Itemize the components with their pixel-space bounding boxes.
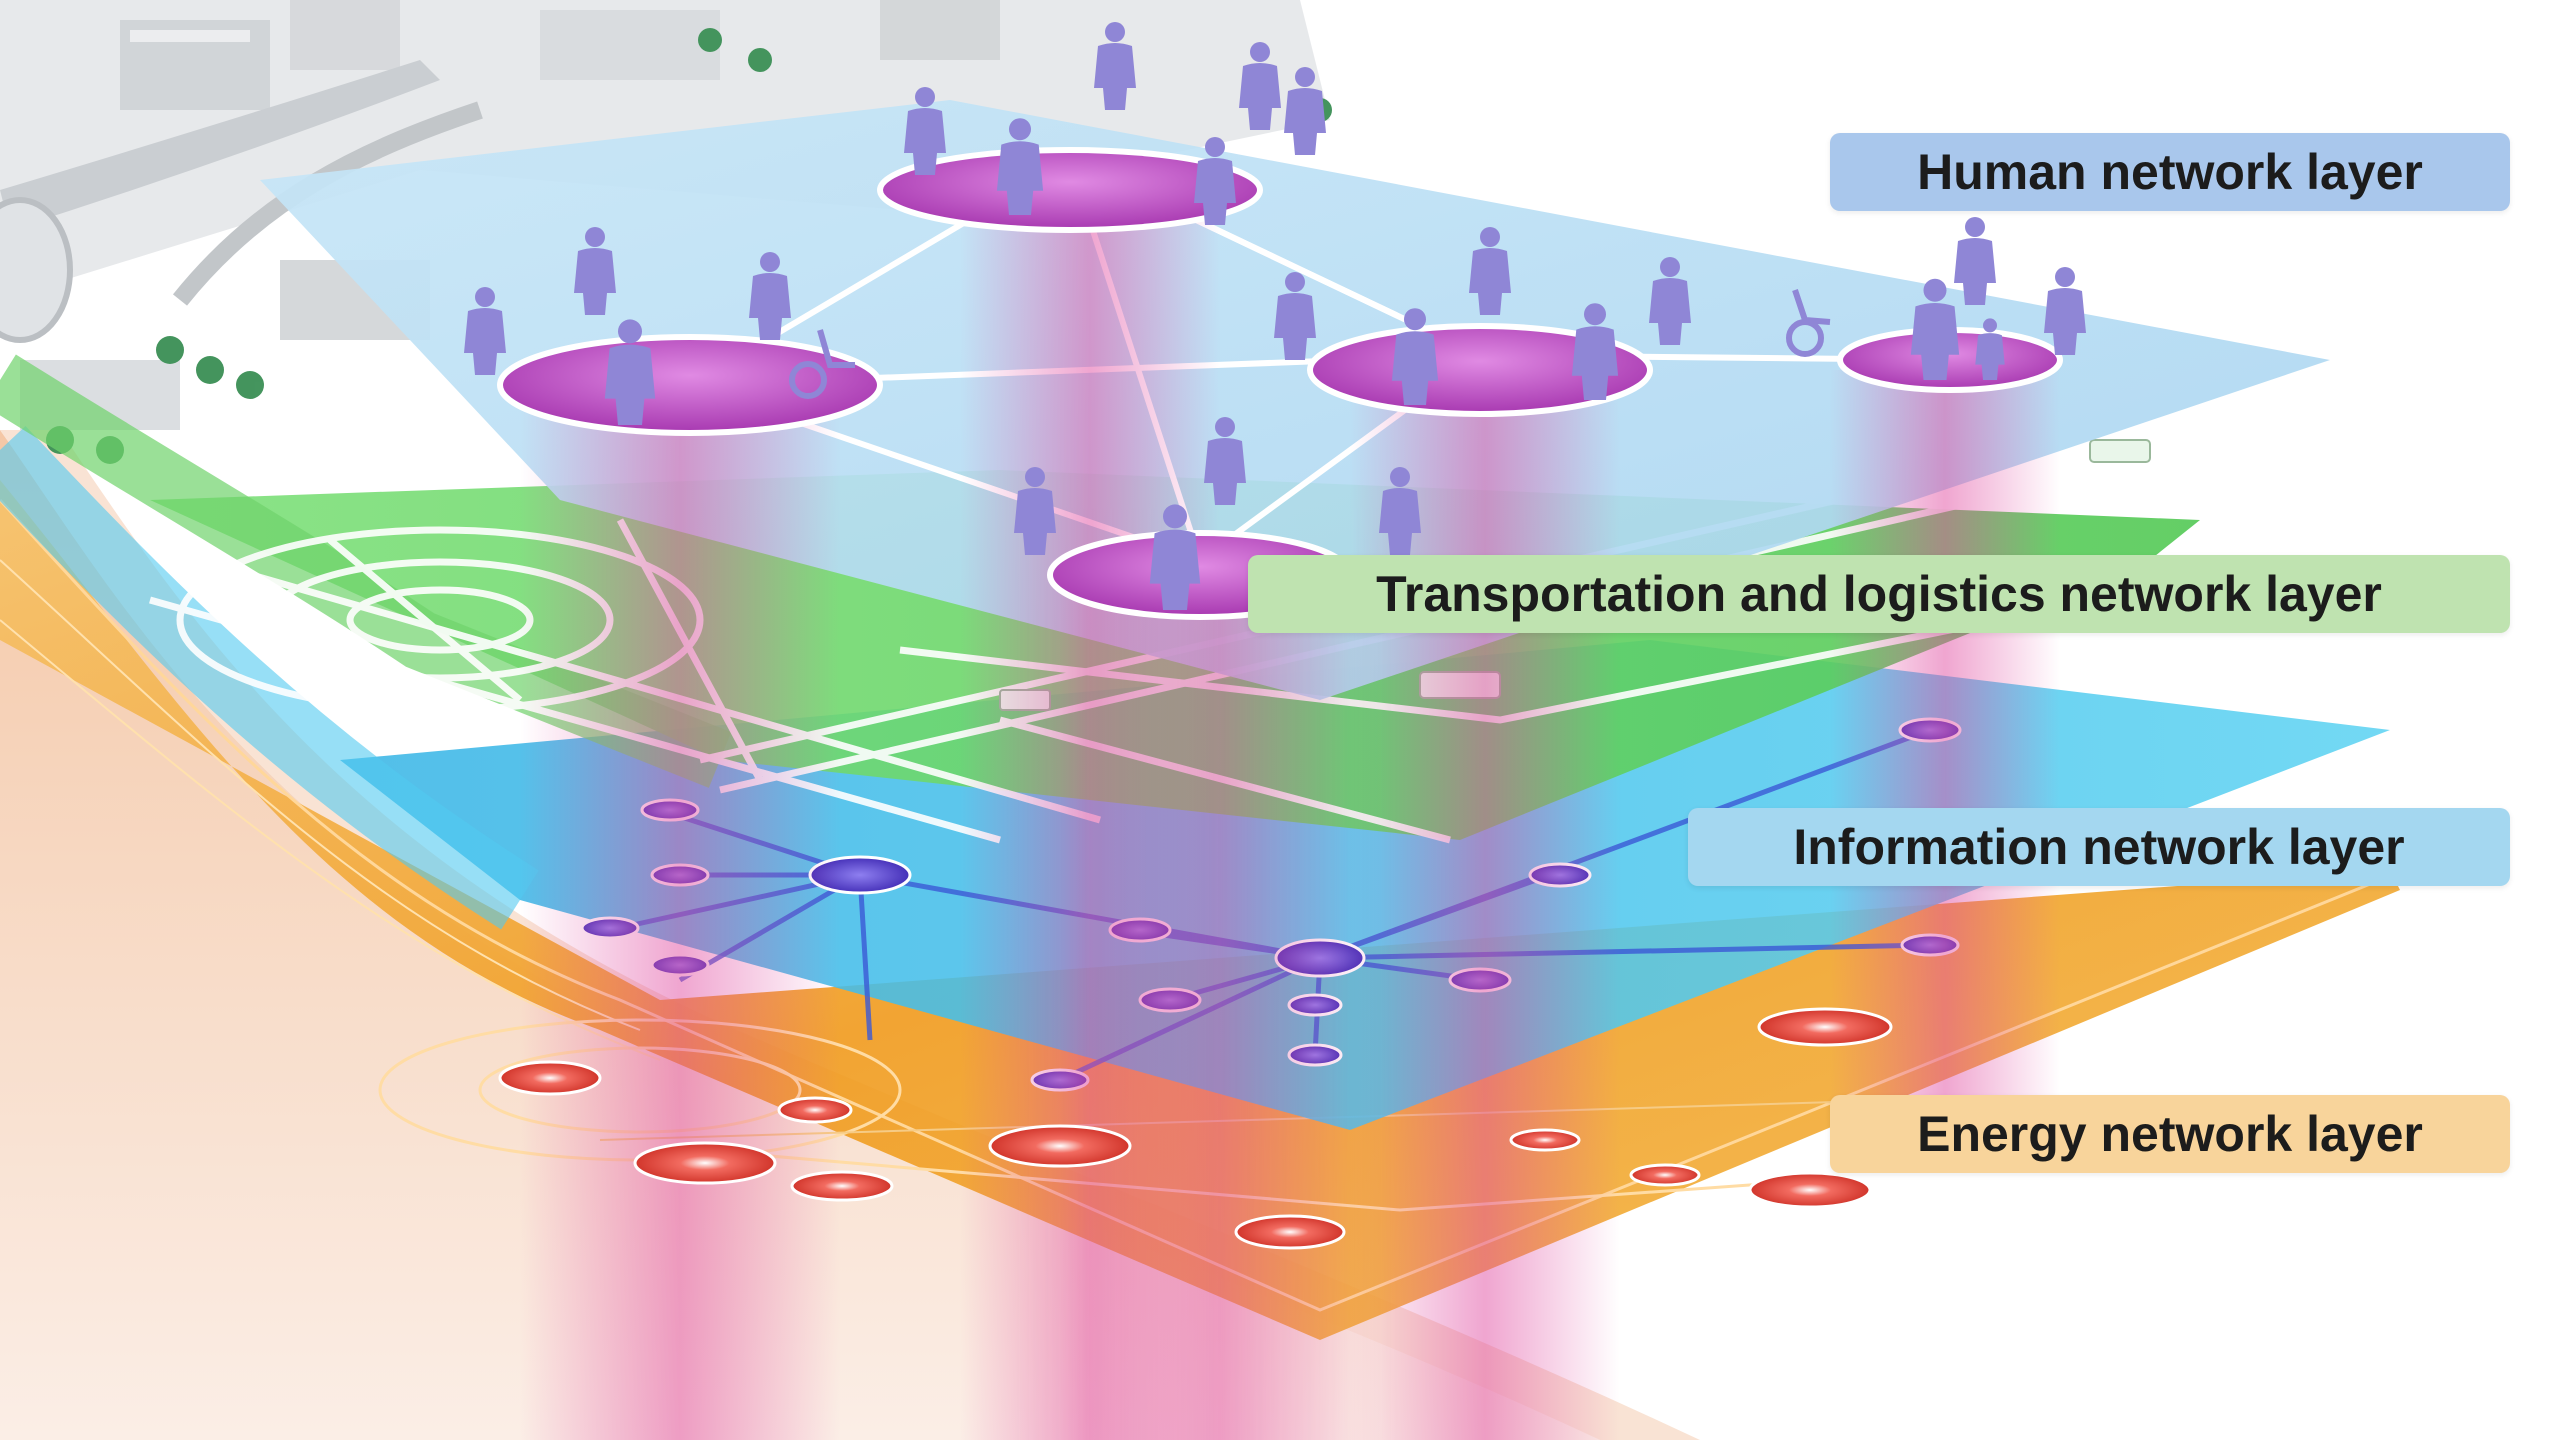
energy-layer-plane [0, 480, 2400, 1340]
energy-network-layer-label: Energy network layer [1830, 1095, 2510, 1173]
transportation-network-layer-label: Transportation and logistics network lay… [1248, 555, 2510, 633]
energy-nodes [498, 1007, 1893, 1250]
information-network-layer-label: Information network layer [1688, 808, 2510, 886]
ground-cross-section [0, 430, 1600, 1440]
human-hubs [497, 147, 2063, 620]
vertical-links [520, 180, 2060, 1440]
human-network-layer-label: Human network layer [1830, 133, 2510, 211]
wheelchair-icon [789, 289, 1831, 399]
